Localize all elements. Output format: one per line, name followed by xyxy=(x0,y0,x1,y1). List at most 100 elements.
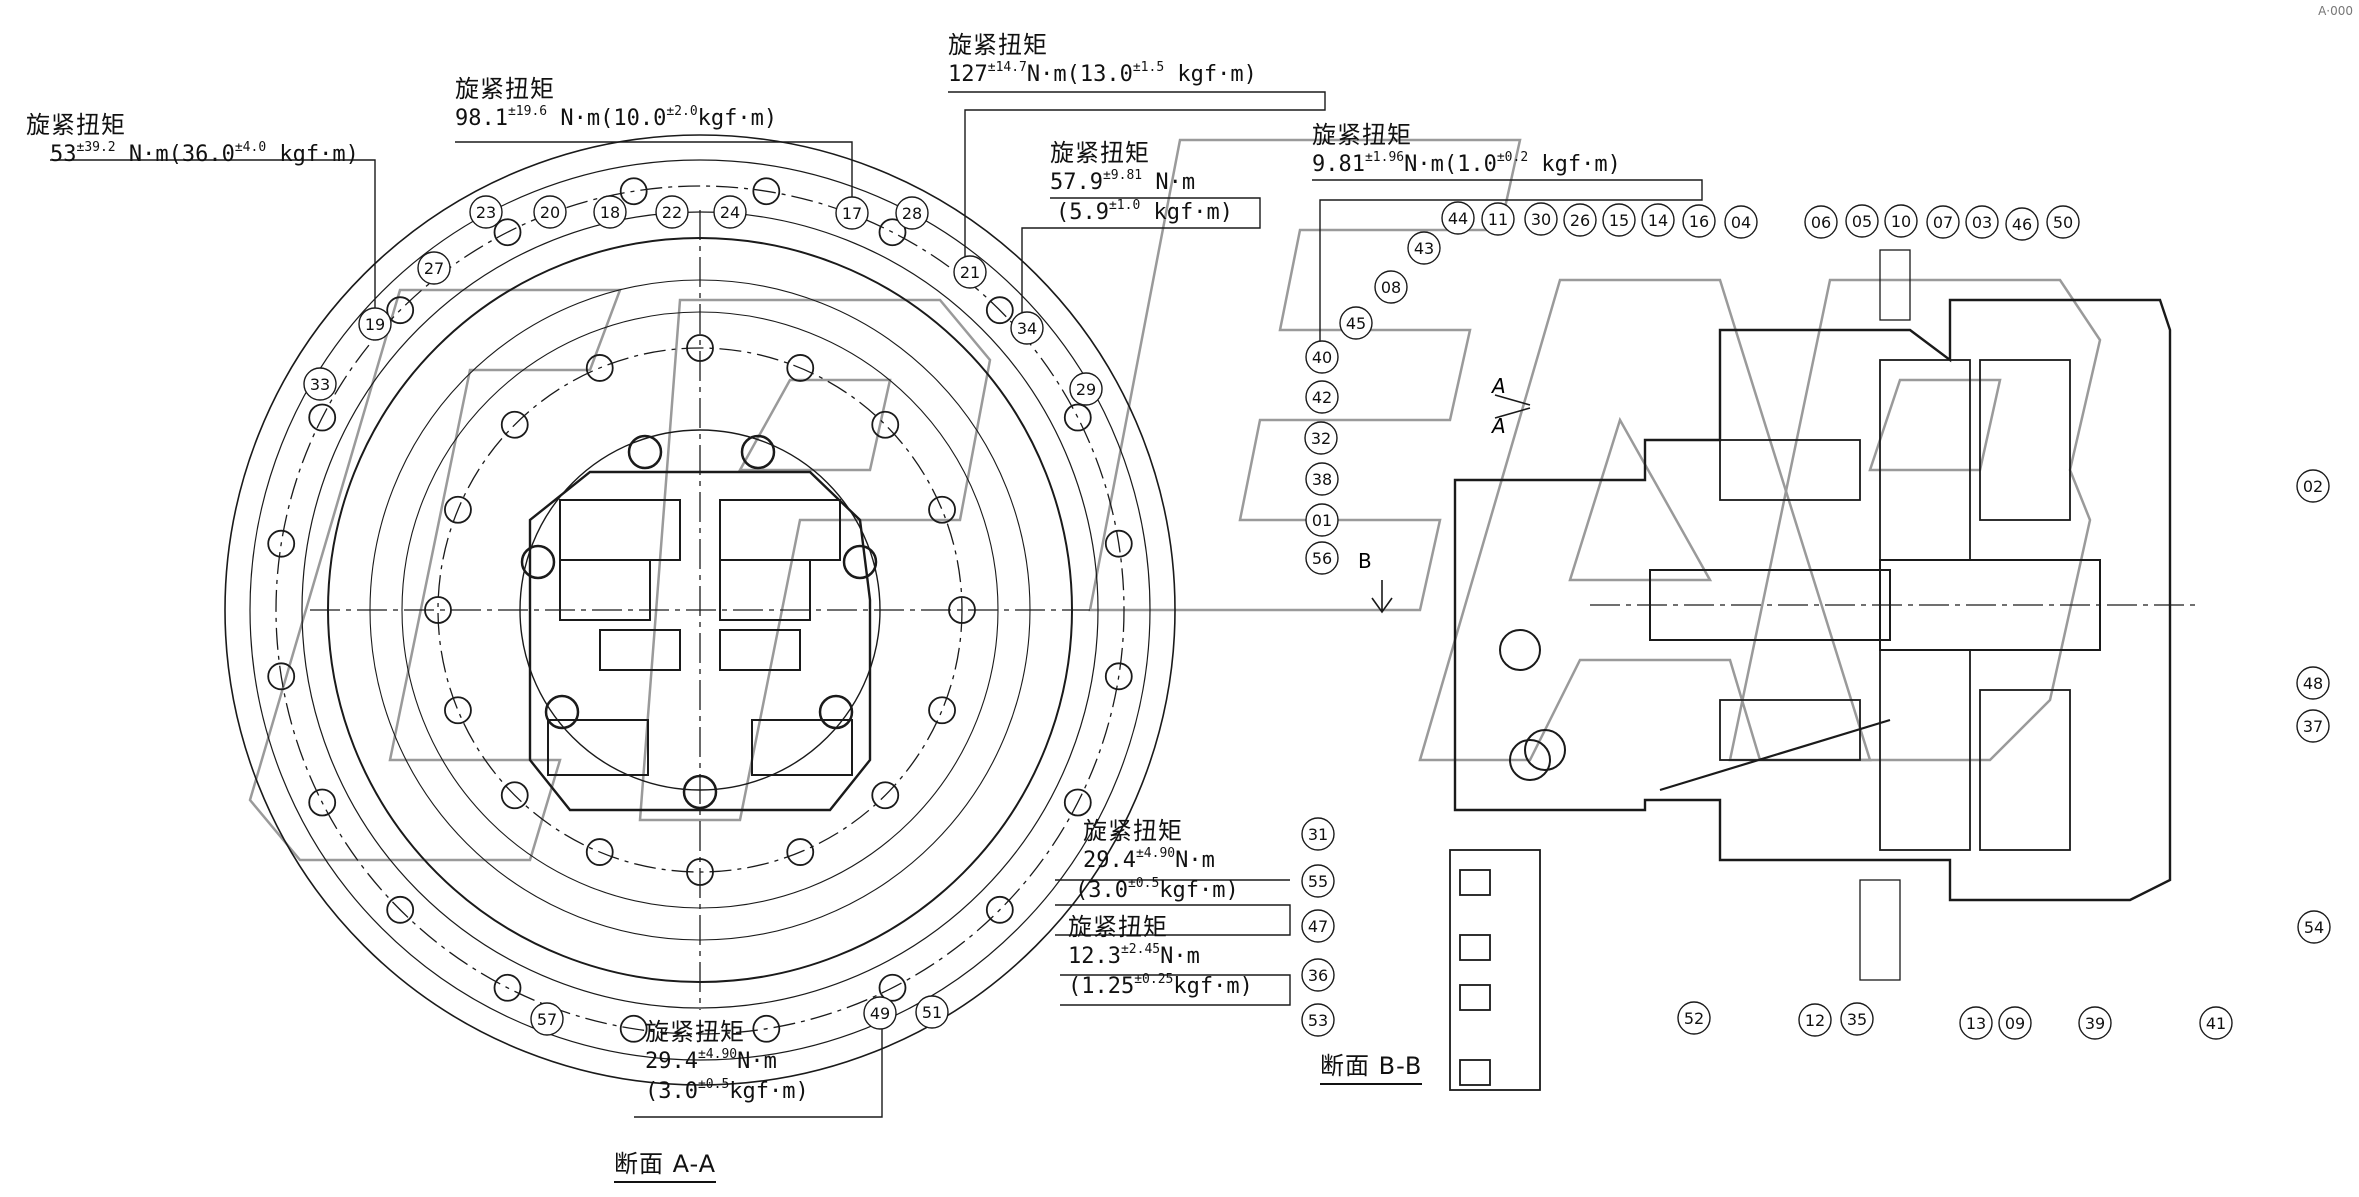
callout-48: 48 xyxy=(2296,666,2330,700)
port xyxy=(1499,629,1541,671)
tolerance: ±4.90 xyxy=(1135,846,1176,861)
torque-leader-line xyxy=(1055,904,1291,936)
section-markers: A A B xyxy=(1358,374,1506,573)
svg-text:01: 01 xyxy=(1312,511,1332,530)
callout-50: 50 xyxy=(2046,205,2080,239)
outer-bolt-hole xyxy=(1104,529,1133,558)
valve-cavity xyxy=(719,499,841,561)
bearing xyxy=(1879,649,1971,851)
svg-text:40: 40 xyxy=(1312,348,1332,367)
value-text: kgf·m) xyxy=(1159,878,1239,903)
tolerance: ±14.7 xyxy=(987,60,1027,75)
section-marker-a-top: A xyxy=(1490,374,1506,398)
inner-bolt-hole xyxy=(686,334,714,362)
outer-bolt-hole xyxy=(752,1014,781,1043)
callout-23: 23 xyxy=(469,195,503,229)
torque-spec-36: 旋紧扭矩 12.3±2.45N·m (1.25±0.25kgf·m) xyxy=(1068,912,1253,1002)
svg-text:29: 29 xyxy=(1076,380,1096,399)
outer-bolt-hole xyxy=(985,296,1014,325)
callout-11: 11 xyxy=(1481,202,1515,236)
torque-value: 29.4±4.90N·m xyxy=(1083,846,1239,876)
svg-text:15: 15 xyxy=(1609,211,1629,230)
svg-text:24: 24 xyxy=(720,203,740,222)
value-text: 98.1 xyxy=(455,106,508,131)
svg-text:39: 39 xyxy=(2085,1014,2105,1033)
svg-text:17: 17 xyxy=(842,204,862,223)
valve-cavity xyxy=(547,719,649,776)
svg-text:54: 54 xyxy=(2304,918,2324,937)
svg-text:35: 35 xyxy=(1847,1010,1867,1029)
value-text: 53 xyxy=(50,142,77,167)
svg-text:43: 43 xyxy=(1414,239,1434,258)
svg-text:45: 45 xyxy=(1346,314,1366,333)
valve-cavity xyxy=(719,629,801,671)
callout-31: 31 xyxy=(1301,817,1335,851)
relief-valve-body xyxy=(1449,849,1541,1091)
callout-22: 22 xyxy=(655,195,689,229)
valve-plug xyxy=(818,694,854,730)
port xyxy=(1524,729,1566,771)
svg-text:14: 14 xyxy=(1648,211,1668,230)
port xyxy=(1509,739,1551,781)
svg-text:09: 09 xyxy=(2005,1014,2025,1033)
torque-spec-55: 旋紧扭矩 29.4±4.90N·m (3.0±0.5kgf·m) xyxy=(1075,816,1239,906)
valve-plug xyxy=(842,544,878,580)
value-text: (3.0 xyxy=(1075,878,1128,903)
callout-41: 41 xyxy=(2199,1006,2233,1040)
callout-53: 53 xyxy=(1301,1003,1335,1037)
tolerance: ±2.45 xyxy=(1120,942,1161,957)
tolerance: ±19.6 xyxy=(507,104,548,119)
swash-plate xyxy=(1659,718,1891,792)
outer-bolt-hole xyxy=(619,177,648,206)
value-text: kgf·m) xyxy=(1173,974,1253,999)
section-arrow-a xyxy=(1494,394,1531,419)
tolerance: ±0.5 xyxy=(1127,876,1160,891)
valve-plug xyxy=(740,434,776,470)
torque-value: 9.81±1.96N·m(1.0±0.2 kgf·m) xyxy=(1312,150,1621,180)
tolerance: ±9.81 xyxy=(1102,168,1143,183)
inner-bolt-hole xyxy=(444,696,472,725)
callout-49: 49 xyxy=(863,996,897,1030)
outer-bolt-hole xyxy=(878,973,907,1002)
svg-text:36: 36 xyxy=(1308,966,1328,985)
svg-text:57: 57 xyxy=(537,1010,557,1029)
torque-title: 旋紧扭矩 xyxy=(455,75,555,103)
upper-boss xyxy=(1879,249,1911,321)
torque-spec-49: 旋紧扭矩 29.4±4.90N·m (3.0±0.5kgf·m) xyxy=(645,1017,809,1107)
torque-title: 旋紧扭矩 xyxy=(26,111,126,139)
torque-title: 旋紧扭矩 xyxy=(1068,913,1168,941)
svg-text:22: 22 xyxy=(662,203,682,222)
torque-spec-34: 旋紧扭矩 57.9±9.81 N·m (5.9±1.0 kgf·m) xyxy=(1050,138,1233,228)
svg-text:11: 11 xyxy=(1488,210,1508,229)
svg-text:04: 04 xyxy=(1731,213,1751,232)
inner-bolt-hole xyxy=(871,410,900,439)
callout-54: 54 xyxy=(2297,910,2331,944)
svg-text:26: 26 xyxy=(1570,211,1590,230)
motor-housing xyxy=(1453,298,2172,902)
inner-bolt-hole xyxy=(686,858,714,886)
torque-title: 旋紧扭矩 xyxy=(645,1018,745,1046)
callout-02: 02 xyxy=(2296,469,2330,503)
value-text: kgf·m) xyxy=(1164,62,1257,87)
outer-bolt-hole xyxy=(308,403,337,432)
callout-56: 56 xyxy=(1305,541,1339,575)
callout-27: 27 xyxy=(417,251,451,285)
callout-05: 05 xyxy=(1845,204,1879,238)
callout-35: 35 xyxy=(1840,1002,1874,1036)
svg-text:56: 56 xyxy=(1312,549,1332,568)
bearing xyxy=(1879,359,1971,561)
callout-15: 15 xyxy=(1602,203,1636,237)
valve-cavity xyxy=(751,719,853,776)
valve-plug xyxy=(520,544,556,580)
svg-text:05: 05 xyxy=(1852,212,1872,231)
callout-28: 28 xyxy=(895,196,929,230)
svg-text:16: 16 xyxy=(1689,212,1709,231)
callout-42: 42 xyxy=(1305,380,1339,414)
svg-text:23: 23 xyxy=(476,203,496,222)
value-text: kgf·m) xyxy=(729,1079,809,1104)
outer-bolt-hole xyxy=(493,973,522,1002)
torque-leader-line xyxy=(1021,197,1261,318)
svg-text:51: 51 xyxy=(922,1003,942,1022)
callout-12: 12 xyxy=(1798,1003,1832,1037)
